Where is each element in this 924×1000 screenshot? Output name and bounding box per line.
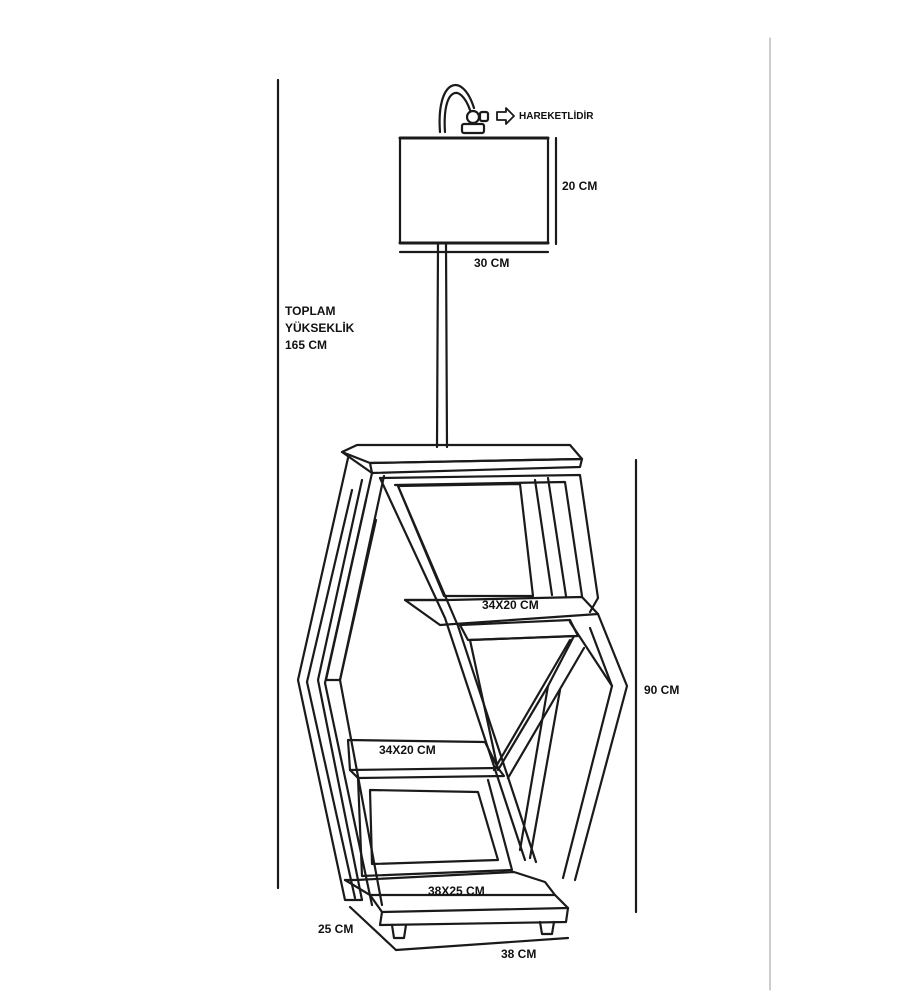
movable-label: HAREKETLİDİR xyxy=(519,111,594,122)
top-board xyxy=(340,443,584,475)
total-height-line2: YÜKSEKLİK xyxy=(285,321,355,335)
total-height-label: TOPLAM YÜKSEKLİK 165 CM xyxy=(285,303,354,354)
swivel-knob-icon xyxy=(460,109,490,135)
lower-shelf-label: 34X20 CM xyxy=(379,743,436,757)
total-height-line3: 165 CM xyxy=(285,338,328,352)
lamp-arm-inner xyxy=(443,91,472,134)
lampshade xyxy=(398,136,550,245)
lamp-arm xyxy=(438,84,476,134)
base-shelf-label: 38X25 CM xyxy=(428,884,485,898)
depth-label: 25 CM xyxy=(318,922,354,936)
upper-shelf-label: 34X20 CM xyxy=(482,598,539,612)
shade-width-label: 30 CM xyxy=(474,256,510,270)
unit-height-label: 90 CM xyxy=(644,683,680,697)
movable-arrow-icon xyxy=(496,107,515,125)
width-label: 38 CM xyxy=(501,947,537,961)
width-dimension-line xyxy=(394,936,570,952)
shelf-frame xyxy=(296,456,629,940)
depth-dimension-line xyxy=(348,905,398,952)
total-height-line1: TOPLAM xyxy=(285,304,336,318)
lamp-pole xyxy=(435,242,449,449)
shade-height-label: 20 CM xyxy=(562,179,598,193)
